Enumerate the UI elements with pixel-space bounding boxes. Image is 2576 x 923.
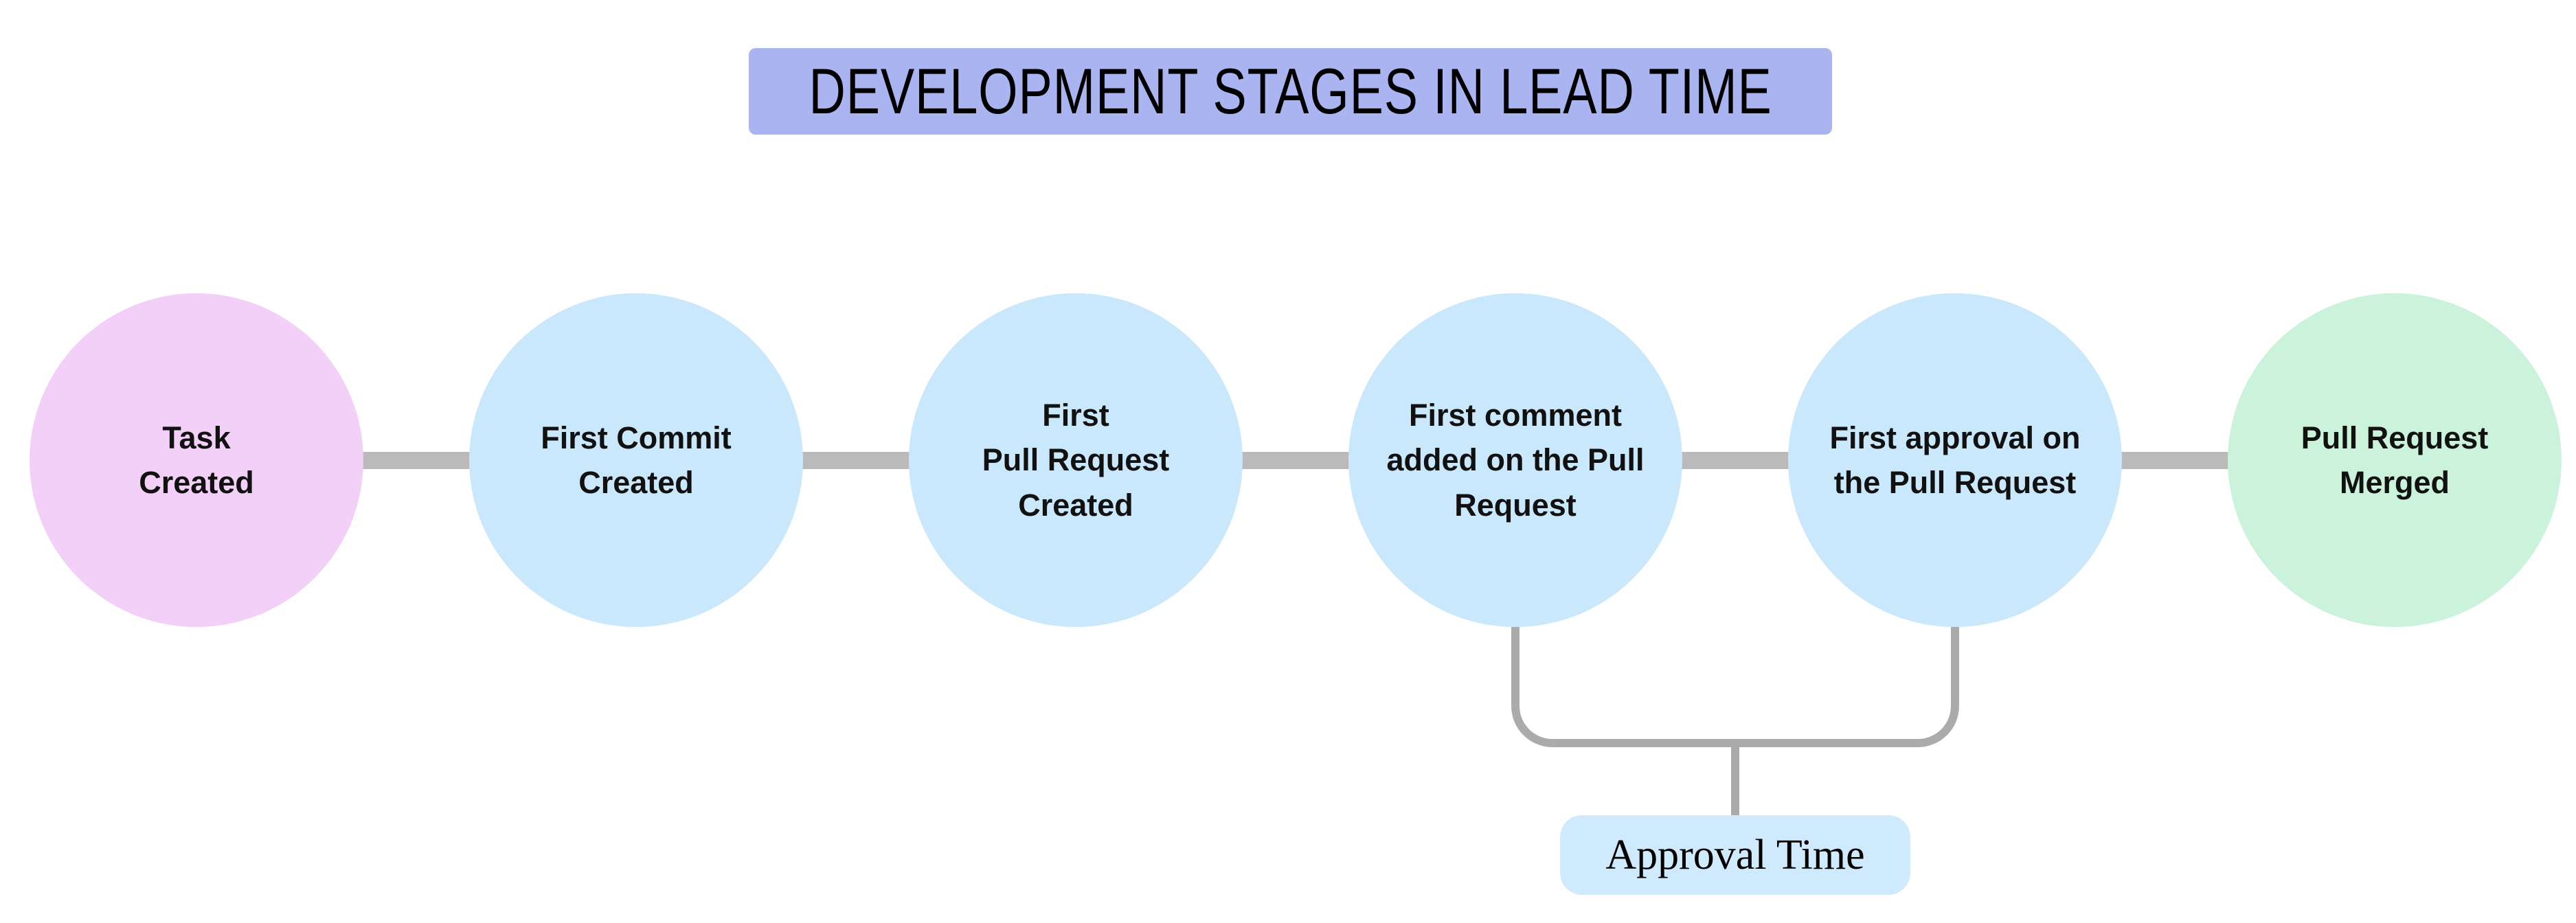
title-banner: DEVELOPMENT STAGES IN LEAD TIME: [749, 48, 1832, 135]
stage-label: First comment added on the Pull Request: [1386, 398, 1645, 523]
connector-line-3: [1227, 452, 1364, 469]
stage-label: First approval on the Pull Request: [1829, 420, 2081, 500]
connector-line-2: [787, 452, 925, 469]
stage-node-4: First comment added on the Pull Request: [1348, 293, 1682, 627]
stage-node-1: Task Created: [30, 293, 363, 627]
stage-label: Task Created: [139, 420, 254, 500]
stage-node-3: First Pull Request Created: [909, 293, 1243, 627]
approval-time-bracket-stem: [1731, 743, 1739, 815]
approval-time-label: Approval Time: [1560, 815, 1910, 895]
stage-node-6: Pull Request Merged: [2228, 293, 2562, 627]
approval-time-bracket: [1511, 625, 1959, 747]
connector-line-4: [1667, 452, 1804, 469]
page-title: DEVELOPMENT STAGES IN LEAD TIME: [809, 55, 1772, 127]
approval-time-text: Approval Time: [1605, 831, 1865, 878]
connector-line-5: [2106, 452, 2244, 469]
connector-line-1: [348, 452, 485, 469]
stage-node-5: First approval on the Pull Request: [1788, 293, 2122, 627]
stage-label: First Commit Created: [541, 420, 732, 500]
stage-node-2: First Commit Created: [469, 293, 803, 627]
stage-label: Pull Request Merged: [2301, 420, 2489, 500]
stage-label: First Pull Request Created: [982, 398, 1170, 523]
